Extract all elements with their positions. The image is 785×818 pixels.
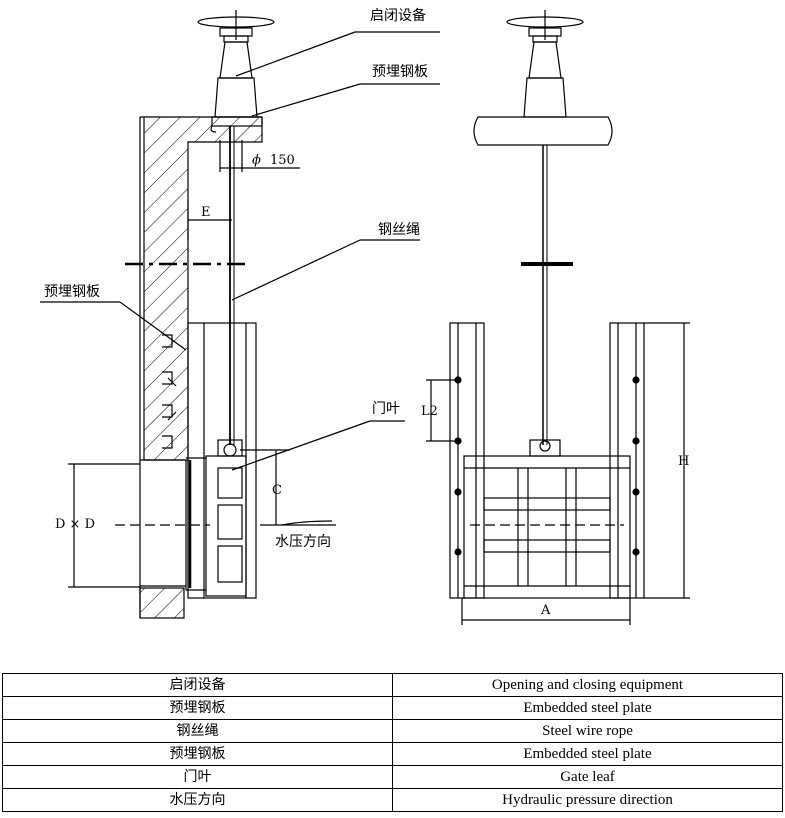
legend-en-cell: Embedded steel plate xyxy=(392,742,783,766)
legend-en-cell: Gate leaf xyxy=(392,765,783,789)
top-beam xyxy=(473,116,613,146)
legend-cn-cell: 预埋钢板 xyxy=(2,742,393,766)
embedded-plate-side-label: 预埋钢板 xyxy=(44,284,100,300)
table-row: 预埋钢板 Embedded steel plate xyxy=(2,742,783,766)
table-row: 门叶 Gate leaf xyxy=(2,765,783,789)
hoist-equipment xyxy=(197,10,275,118)
front-view xyxy=(426,10,690,625)
gate-leaf-side xyxy=(186,439,247,597)
dim-a-label: A xyxy=(540,603,551,618)
table-row: 钢丝绳 Steel wire rope xyxy=(2,719,783,743)
legend-table: 启闭设备 Opening and closing equipment 预埋钢板 … xyxy=(2,673,783,812)
lower-wall-block xyxy=(139,587,185,619)
table-row: 启闭设备 Opening and closing equipment xyxy=(2,673,783,697)
embedded-plate-top-label: 预埋钢板 xyxy=(372,64,428,80)
gate-elevation-drawing: 启闭设备 预埋钢板 ϕ 150 E 钢丝绳 预埋钢板 门叶 C D × D 水压… xyxy=(40,7,690,625)
legend-en-cell: Hydraulic pressure direction xyxy=(392,788,783,812)
gate-leaf-leader xyxy=(231,420,371,471)
dim-l2-label: L2 xyxy=(421,404,438,419)
dim-dxd-label: D × D xyxy=(55,517,95,532)
legend-en-cell: Steel wire rope xyxy=(392,719,783,743)
diameter-symbol: ϕ xyxy=(252,153,261,168)
gate-leaf-front xyxy=(463,439,631,599)
hoist-label: 启闭设备 xyxy=(370,7,426,24)
diameter-value: 150 xyxy=(270,153,295,168)
legend-en-cell: Opening and closing equipment xyxy=(392,673,783,697)
table-row: 水压方向 Hydraulic pressure direction xyxy=(2,788,783,812)
table-row: 预埋钢板 Embedded steel plate xyxy=(2,696,783,720)
legend-cn-cell: 钢丝绳 xyxy=(2,719,393,743)
gate-slot-frame xyxy=(187,322,257,599)
plate-top-leader xyxy=(251,83,361,117)
legend-cn-cell: 水压方向 xyxy=(2,788,393,812)
wire-rope-leader xyxy=(231,239,361,301)
dim-h-label: H xyxy=(678,454,689,469)
hoist-equipment-front xyxy=(506,10,584,118)
side-section-view xyxy=(40,10,440,619)
legend-cn-cell: 预埋钢板 xyxy=(2,696,393,720)
wire-rope-label: 钢丝绳 xyxy=(378,222,420,238)
legend-cn-cell: 启闭设备 xyxy=(2,673,393,697)
gate-leaf-label: 门叶 xyxy=(372,401,400,417)
embedded-plate-top xyxy=(211,116,263,127)
water-pressure-label: 水压方向 xyxy=(275,534,331,550)
anchor-bolts xyxy=(454,376,640,556)
legend-en-cell: Embedded steel plate xyxy=(392,696,783,720)
legend-cn-cell: 门叶 xyxy=(2,765,393,789)
hoist-leader xyxy=(235,31,356,77)
dim-e-label: E xyxy=(201,205,211,220)
dim-c-label: C xyxy=(272,483,282,498)
